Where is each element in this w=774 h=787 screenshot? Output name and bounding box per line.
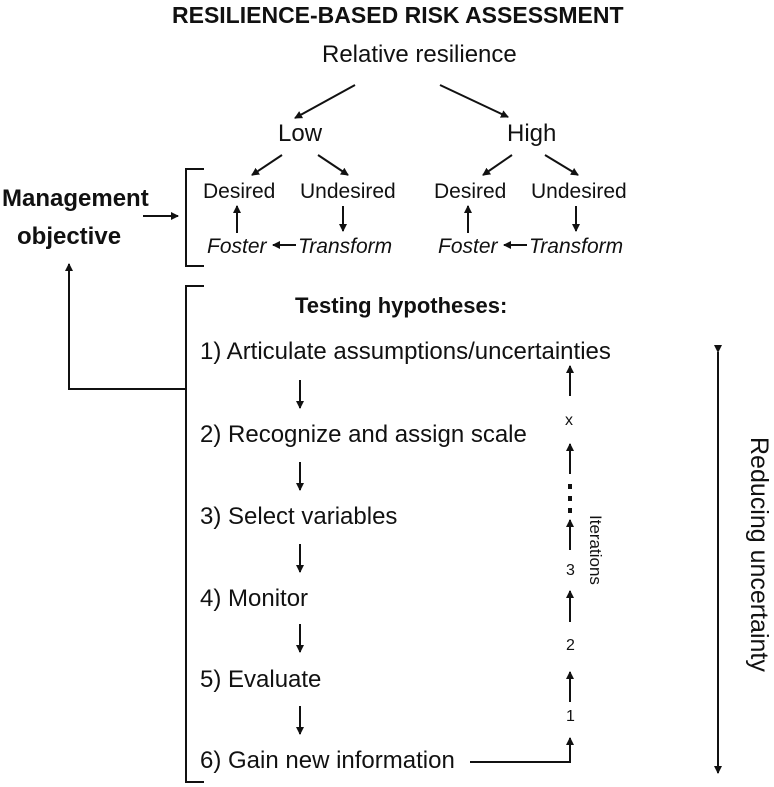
arrow-low-undesired: [317, 154, 349, 176]
step-1: 1) Articulate assumptions/uncertainties: [200, 338, 611, 365]
iteration-marker-x: x: [565, 412, 573, 429]
arrow-high-undesired: [544, 154, 579, 176]
arrow-gain-to-iterations: [470, 737, 574, 763]
step-6: 6) Gain new information: [200, 747, 455, 774]
arrow-low-desired: [251, 154, 283, 176]
low-transform-label: Transform: [298, 235, 393, 258]
testing-hypotheses-title: Testing hypotheses:: [295, 293, 508, 318]
top-bracket: [185, 168, 204, 267]
iteration-marker-3: 3: [566, 562, 575, 579]
bottom-bracket: [185, 285, 204, 783]
management-objective-line2: objective: [17, 223, 122, 250]
feedback-line: [65, 263, 186, 390]
low-desired-label: Desired: [203, 180, 276, 203]
step-5: 5) Evaluate: [200, 666, 322, 693]
high-foster-label: Foster: [438, 235, 498, 258]
reducing-uncertainty-label: Reducing uncertainty: [745, 437, 773, 672]
arrow-to-high: [439, 84, 509, 118]
iteration-marker-2: 2: [566, 637, 575, 654]
step-3: 3) Select variables: [200, 503, 398, 530]
arrow-high-desired: [482, 154, 513, 176]
low-label: Low: [278, 120, 323, 147]
high-transform-label: Transform: [529, 235, 624, 258]
iteration-dots: [568, 484, 572, 513]
step-4: 4) Monitor: [200, 585, 309, 612]
low-foster-label: Foster: [207, 235, 267, 258]
relative-resilience-label: Relative resilience: [322, 41, 517, 68]
step-2: 2) Recognize and assign scale: [200, 421, 527, 448]
arrow-to-low: [294, 84, 356, 119]
high-undesired-label: Undesired: [531, 180, 627, 203]
iterations-label: Iterations: [586, 515, 605, 585]
high-label: High: [507, 120, 557, 147]
management-objective-line1: Management: [2, 185, 149, 212]
iteration-marker-1: 1: [566, 708, 575, 725]
low-undesired-label: Undesired: [300, 180, 396, 203]
high-desired-label: Desired: [434, 180, 507, 203]
diagram-title: RESILIENCE-BASED RISK ASSESSMENT: [172, 2, 624, 28]
